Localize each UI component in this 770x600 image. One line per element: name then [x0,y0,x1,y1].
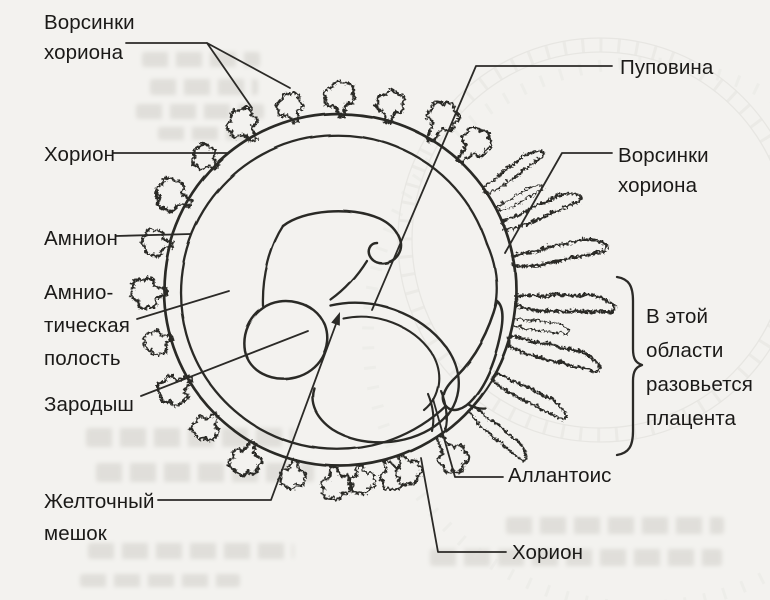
label-line: области [646,339,724,362]
label-yolk-sac: Желточный мешок [44,486,155,550]
leader-villi-right [504,152,613,254]
yolk-sac-outline [311,302,460,444]
label-line: хориона [44,41,124,64]
leader-chorion-bottom [420,457,507,553]
placenta-brace [615,275,644,457]
label-line: плацента [646,407,737,430]
label-villi-top-left: Ворсинки хориона [44,8,135,68]
label-line: разовьется [646,373,753,396]
label-line: Хорион [44,143,116,166]
leader-umbilical-cord [371,65,613,311]
yolk-sac-arrowhead [331,312,340,326]
label-line: мешок [44,522,107,545]
label-line: Амнион [44,227,118,250]
bleed-through-text [430,549,722,566]
label-placenta-region-note: В этой области разовьется плацента [646,300,753,436]
bleed-through-text [150,79,258,95]
label-chorion-left: Хорион [44,140,115,170]
bleed-through-text [96,463,314,482]
label-line: В этой [646,305,708,328]
chorionic-villi-group [128,78,616,501]
label-line: Хорион [512,541,584,564]
bleed-through-text [80,574,240,587]
leader-yolk-sac [157,323,337,501]
leader-amniotic-cavity [136,290,230,320]
label-chorion-bottom: Хорион [512,538,583,568]
label-line: Амнио- [44,281,114,304]
bleed-through-text [86,428,294,447]
label-villi-right: Ворсинки хориона [618,141,709,201]
bleed-ring [362,37,770,600]
label-amnion: Амнион [44,224,118,254]
label-allantois: Аллантоис [508,461,611,491]
label-line: Ворсинки [618,144,709,167]
label-line: Пуповина [620,56,714,79]
leader-amnion [115,233,192,237]
leader-embryo [140,330,309,397]
label-line: Аллантоис [508,464,612,487]
leader-allantois [432,398,504,478]
label-embryo: Зародыш [44,390,134,420]
bleed-through-text [506,517,724,534]
label-line: Желточный [44,490,155,513]
label-line: полость [44,347,121,370]
chorion-circle [162,112,518,468]
label-amniotic-cavity: Амнио- тическая полость [44,276,130,375]
label-line: Зародыш [44,393,134,416]
label-line: хориона [618,174,698,197]
leader-villi-top-left [125,42,291,109]
bleed-through-text [88,543,294,559]
label-line: Ворсинки [44,11,135,34]
label-line: тическая [44,314,130,337]
label-umbilical-cord: Пуповина [620,53,713,83]
allantois-tube [426,389,448,433]
